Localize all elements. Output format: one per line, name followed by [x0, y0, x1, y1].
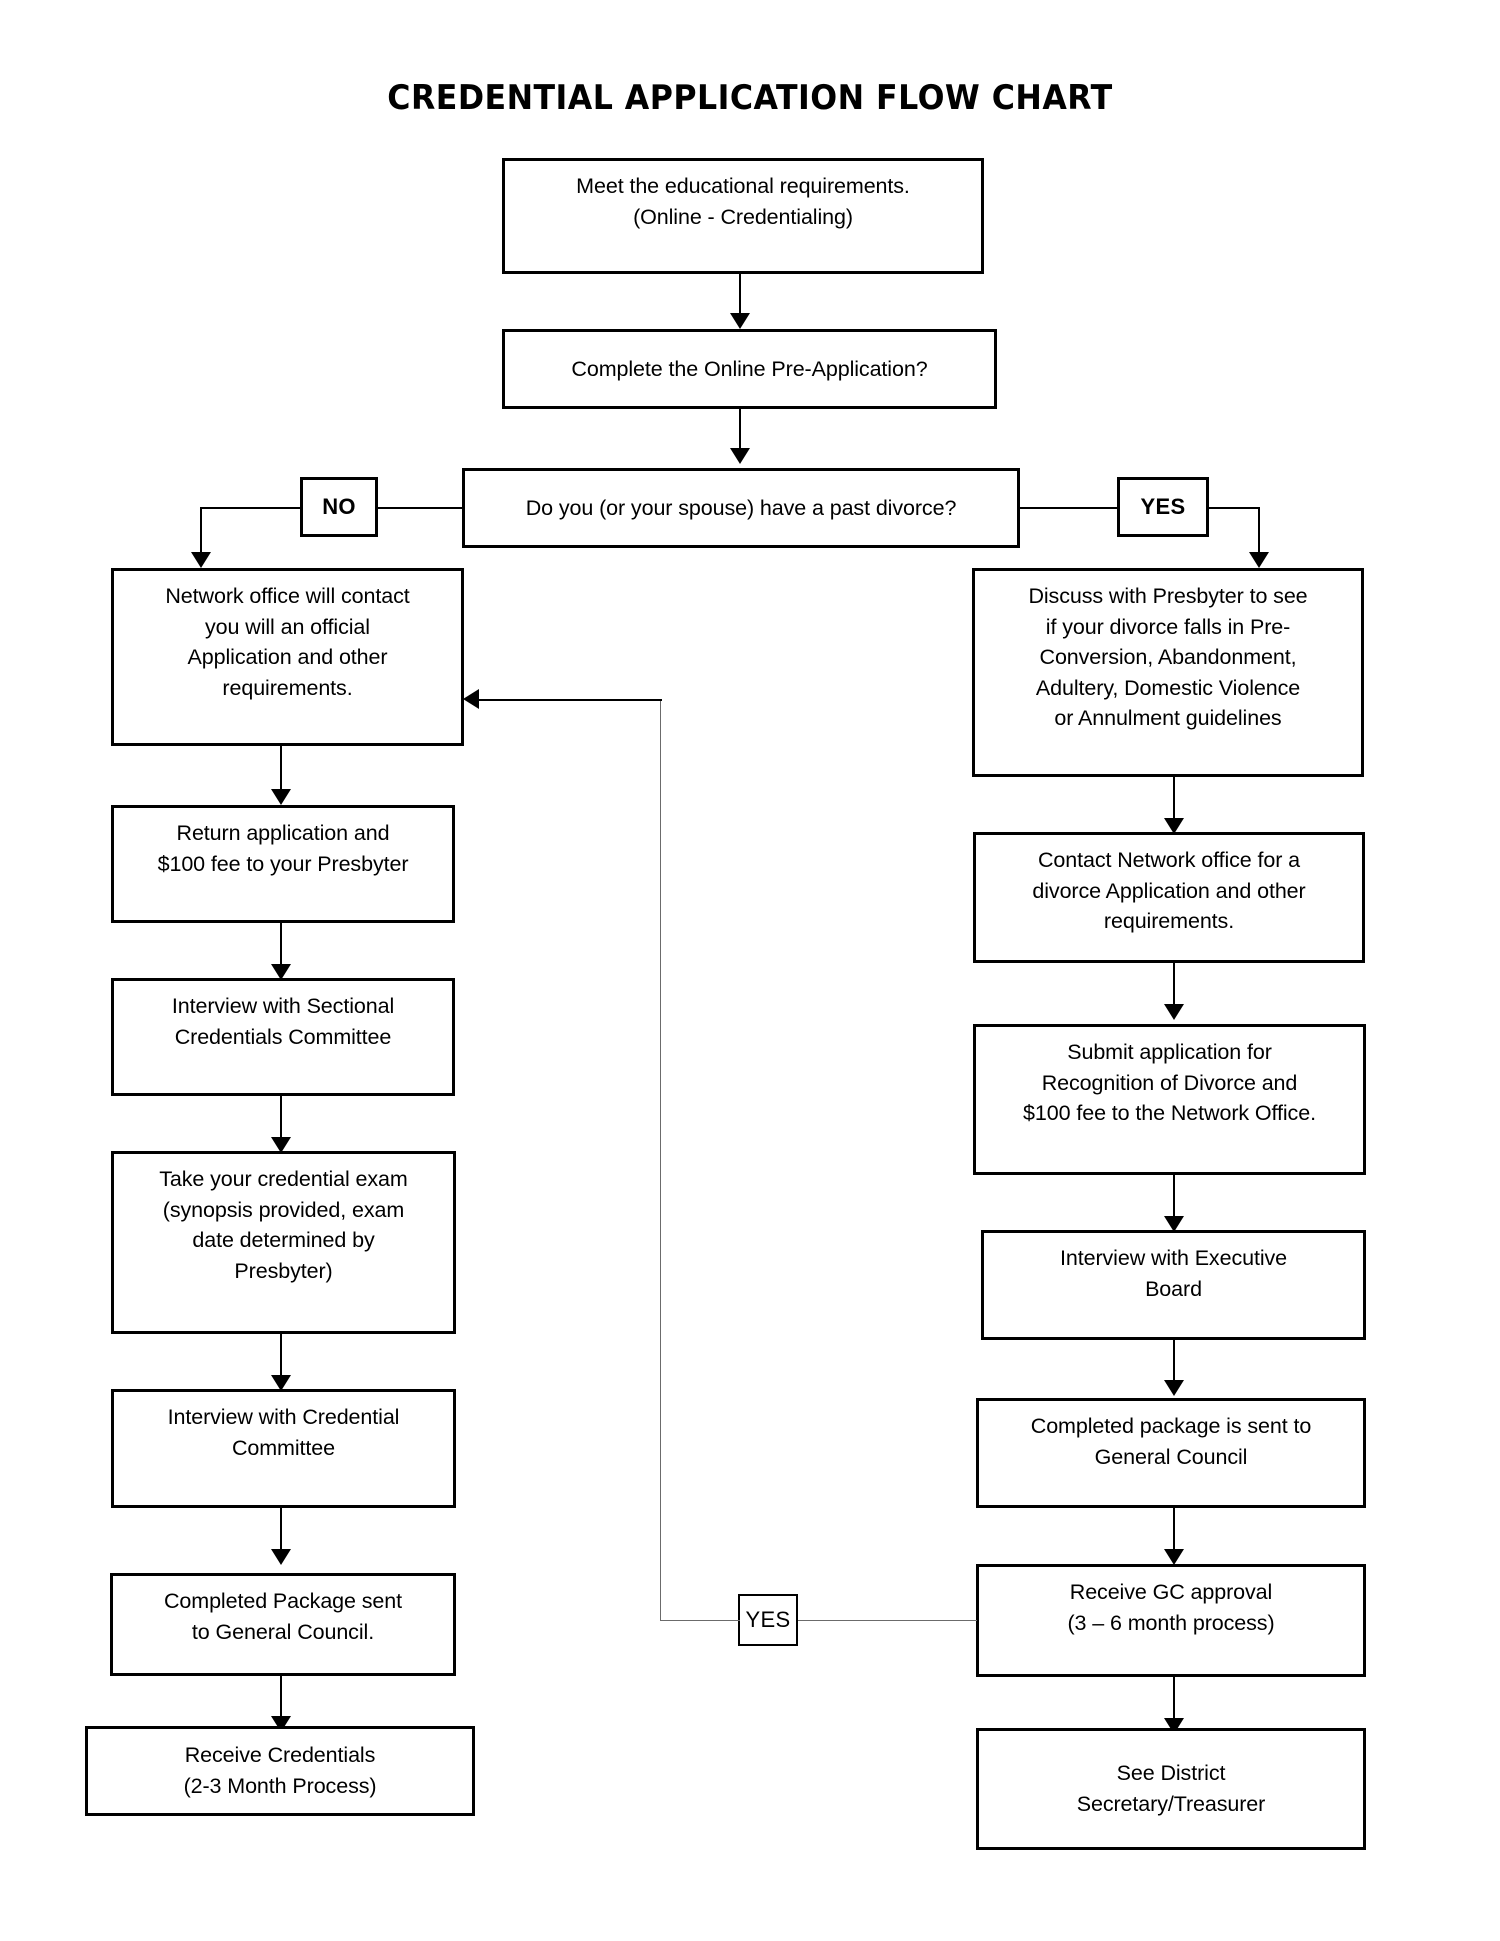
arrowhead-n4-n5 — [271, 789, 291, 805]
arrowhead-no-branch — [191, 552, 211, 568]
connector-n14-n15 — [1173, 1340, 1175, 1388]
node-completed-package-general-council: Completed Package sent to General Counci… — [110, 1573, 456, 1676]
arrowhead-n2-n3 — [730, 448, 750, 464]
node-receive-credentials: Receive Credentials (2-3 Month Process) — [85, 1726, 475, 1816]
arrowhead-yes-branch — [1249, 552, 1269, 568]
connector-n7-n8 — [280, 1334, 282, 1382]
connector-n9-n10 — [280, 1676, 282, 1723]
page-title: CREDENTIAL APPLICATION FLOW CHART — [387, 78, 1113, 118]
node-network-office-contact: Network office will contact you will an … — [111, 568, 464, 746]
arrowhead-n11-n12 — [1164, 818, 1184, 834]
node-interview-sectional-credentials: Interview with Sectional Credentials Com… — [111, 978, 455, 1096]
arrowhead-n6-n7 — [271, 1137, 291, 1153]
arrowhead-n12-n13 — [1164, 1004, 1184, 1020]
arrowhead-n14-n15 — [1164, 1380, 1184, 1396]
connector-n16-n17 — [1173, 1677, 1175, 1725]
node-completed-package-sent: Completed package is sent to General Cou… — [976, 1398, 1366, 1508]
connector-n12-n13 — [1173, 963, 1175, 1011]
arrowhead-n5-n6 — [271, 964, 291, 980]
node-contact-network-office-divorce: Contact Network office for a divorce App… — [973, 832, 1365, 963]
node-credential-exam: Take your credential exam (synopsis prov… — [111, 1151, 456, 1334]
node-return-application-fee: Return application and $100 fee to your … — [111, 805, 455, 923]
arrowhead-n1-n2 — [730, 313, 750, 329]
arrowhead-yes-loop — [463, 689, 479, 709]
connector-n13-n14 — [1173, 1175, 1175, 1223]
connector-n5-n6 — [280, 923, 282, 971]
node-complete-online-pre-application: Complete the Online Pre-Application? — [502, 329, 997, 409]
node-interview-credential-committee: Interview with Credential Committee — [111, 1389, 456, 1508]
connector-n11-n12 — [1173, 777, 1175, 825]
arrowhead-n8-n9 — [271, 1549, 291, 1565]
connector-n4-n5 — [280, 746, 282, 796]
connector-no-down — [200, 507, 202, 559]
node-discuss-with-presbyter: Discuss with Presbyter to see if your di… — [972, 568, 1364, 777]
node-past-divorce-decision: Do you (or your spouse) have a past divo… — [462, 468, 1020, 548]
connector-n1-n2 — [739, 274, 741, 320]
edge-label-yes-loop: YES — [738, 1594, 798, 1646]
connector-gc-yes-left — [797, 1620, 977, 1621]
edge-label-yes: YES — [1117, 477, 1209, 537]
connector-n2-n3 — [739, 409, 741, 455]
arrowhead-n13-n14 — [1164, 1216, 1184, 1232]
connector-n8-n9 — [280, 1508, 282, 1556]
connector-yes-down — [1258, 507, 1260, 559]
arrowhead-n15-n16 — [1164, 1549, 1184, 1565]
node-receive-gc-approval: Receive GC approval (3 – 6 month process… — [976, 1564, 1366, 1677]
connector-yes-loop-to-riser — [660, 1620, 740, 1621]
connector-n6-n7 — [280, 1096, 282, 1144]
node-submit-recognition-of-divorce: Submit application for Recognition of Di… — [973, 1024, 1366, 1175]
connector-yes-loop-riser — [660, 699, 661, 1621]
node-interview-executive-board: Interview with Executive Board — [981, 1230, 1366, 1340]
node-see-district-secretary-treasurer: See District Secretary/Treasurer — [976, 1728, 1366, 1850]
connector-yes-loop-into-n4 — [478, 699, 662, 701]
arrowhead-n7-n8 — [271, 1375, 291, 1391]
connector-n15-n16 — [1173, 1508, 1175, 1556]
node-meet-educational-requirements: Meet the educational requirements. (Onli… — [502, 158, 984, 274]
edge-label-no: NO — [300, 477, 378, 537]
